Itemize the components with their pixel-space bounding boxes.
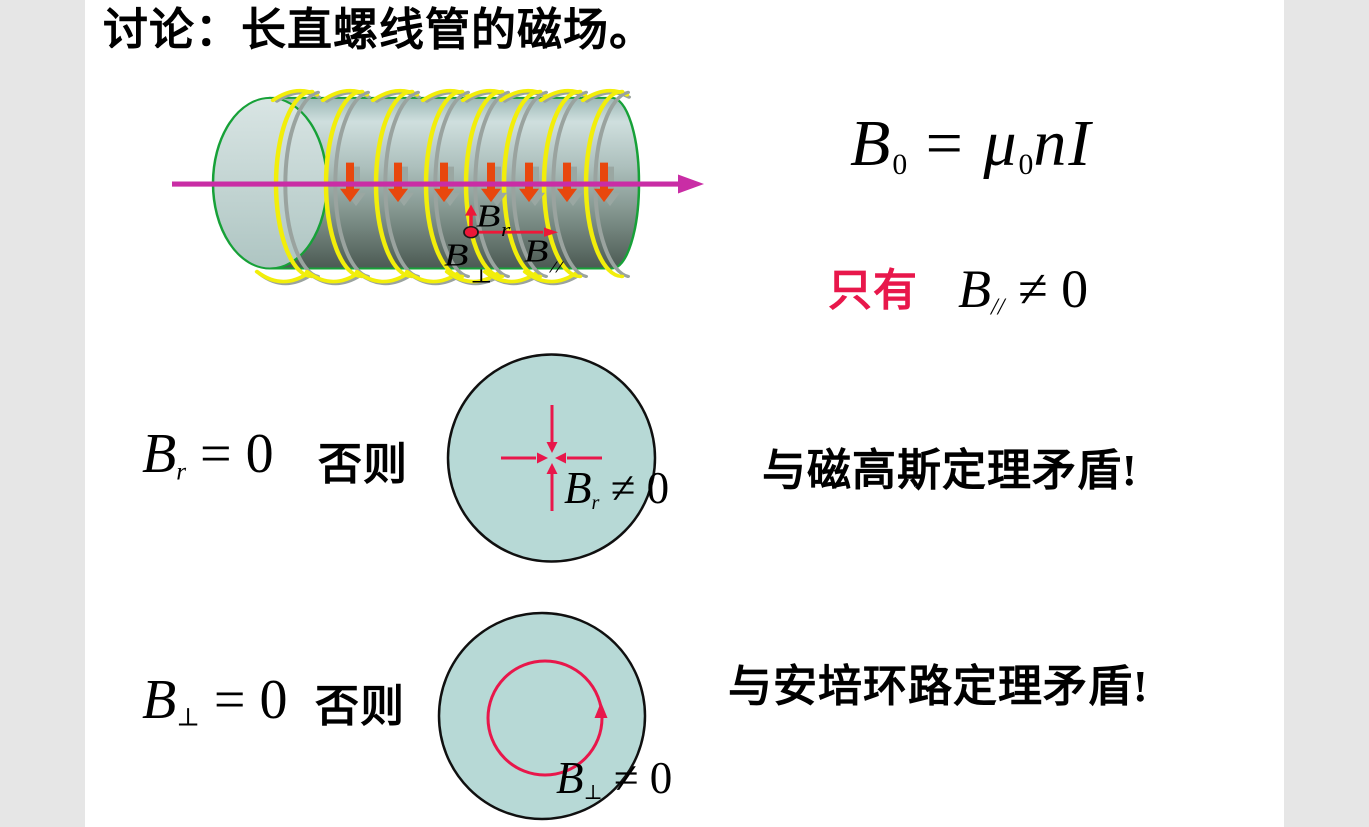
axis-arrow — [172, 174, 704, 194]
field-point-vectors — [463, 204, 558, 239]
label-br-nonzero: Br ≠ 0 — [564, 463, 670, 515]
label-bperp-nonzero: B⊥ ≠ 0 — [556, 753, 673, 805]
solenoid-diagram: Br B⊥ B// — [172, 88, 704, 287]
conclusion-ampere: 与安培环路定理矛盾! — [728, 662, 1149, 711]
otherwise-label-radial: 否则 — [318, 440, 408, 489]
conclusion-gauss: 与磁高斯定理矛盾! — [762, 446, 1138, 495]
only-label: 只有 — [828, 266, 918, 315]
label-bperp: B⊥ — [444, 237, 493, 287]
cross-section-perp — [437, 611, 647, 821]
cross-section-radial — [446, 353, 657, 563]
equation-bperp-zero: B⊥ = 0 — [142, 669, 288, 732]
radial-inward-arrows — [501, 405, 602, 511]
circulation-loop — [486, 659, 608, 777]
formula-b0: B0 = μ0nI — [850, 107, 1093, 181]
page-title: 讨论：长直螺线管的磁场。 — [103, 5, 656, 55]
equation-br-zero: Br = 0 — [142, 423, 274, 486]
only-equation: B// ≠ 0 — [958, 259, 1089, 321]
label-bpar: B// — [524, 233, 565, 276]
otherwise-label-perp: 否则 — [315, 682, 405, 731]
label-br: Br — [476, 199, 511, 241]
cross-section-circle — [437, 611, 647, 821]
cross-section-circle — [446, 353, 657, 563]
field-point-dot — [463, 225, 479, 239]
